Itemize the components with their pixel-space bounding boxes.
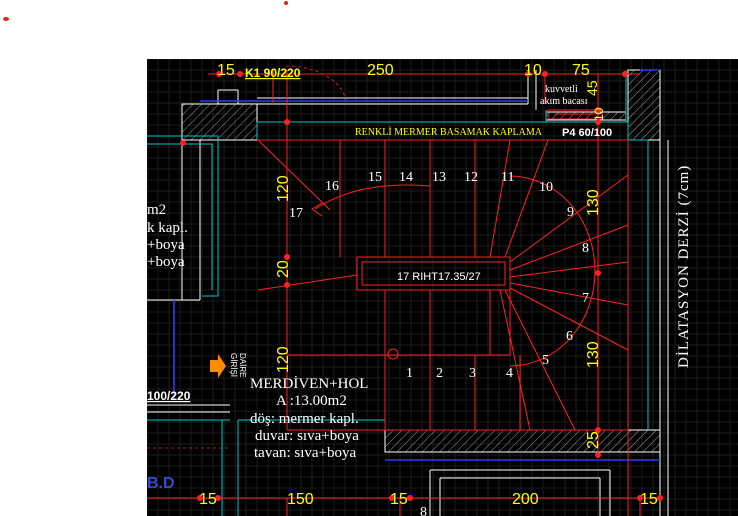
room-ceiling: tavan: sıva+boya [254, 445, 357, 461]
step-number: 6 [566, 329, 573, 344]
step-number: 8 [582, 241, 589, 256]
bd-label: B.D [147, 475, 175, 492]
dim-bottom-15b: 15 [390, 491, 408, 508]
left-room-line-3: +boya [147, 237, 185, 253]
dim-left-120-bottom: 120 [275, 346, 292, 373]
cad-drawing-viewport[interactable]: 15 K1 90/220 250 10 75 kuvvetli akım bac… [147, 59, 738, 516]
step-number: 16 [325, 179, 339, 194]
step-number: 15 [368, 170, 382, 185]
stair-riser-label: 17 RIHT17.35/27 [397, 271, 481, 283]
hidden-lines [147, 65, 347, 449]
dim-bottom-15c: 15 [640, 491, 658, 508]
floor-plan-canvas: 15 K1 90/220 250 10 75 kuvvetli akım bac… [147, 59, 738, 516]
walls-white [147, 70, 669, 516]
door-100-label: 100/220 [147, 389, 191, 403]
step-numbers: 1 2 3 4 5 6 7 8 9 10 11 12 13 14 15 16 1… [289, 170, 589, 381]
entry-label-2: GİRİŞİ [229, 353, 238, 377]
step-number: 1 [406, 366, 413, 381]
door-p4-label: P4 60/100 [562, 127, 612, 139]
step-number: 5 [542, 353, 549, 368]
room-wall: duvar: sıva+boya [255, 428, 359, 444]
left-room-line-2: k kapl. [147, 220, 188, 236]
dim-bottom-15a: 15 [199, 491, 217, 508]
dim-top-75: 75 [572, 62, 590, 79]
entry-label-1: DAİRE [238, 353, 247, 377]
dim-top-250: 250 [367, 62, 394, 79]
dim-bottom-200: 200 [512, 491, 539, 508]
step-number: 14 [399, 170, 413, 185]
step-number: 12 [464, 170, 478, 185]
step-number: 4 [506, 366, 513, 381]
step-number: 9 [567, 205, 574, 220]
step-number: 10 [539, 180, 553, 195]
dimension-markers [180, 71, 663, 501]
dim-left-20: 20 [275, 260, 292, 278]
dim-bottom-150: 150 [287, 491, 314, 508]
expansion-joint-label: DİLATASYON DERZİ (7cm) [676, 165, 692, 368]
red-mark [3, 17, 9, 21]
shaft-label-2: akım bacası [540, 96, 588, 107]
step-number: 17 [289, 206, 303, 221]
dim-45: 45 [584, 80, 600, 96]
stair-outline [147, 70, 660, 516]
step-number: 11 [501, 170, 514, 185]
dim-right-130-top: 130 [585, 189, 602, 216]
entry-arrow-icon [210, 354, 226, 378]
walls-blue [173, 69, 660, 461]
room-floor: döş: mermer kapl. [250, 411, 359, 427]
red-mark [284, 1, 288, 5]
step-number: 2 [436, 366, 443, 381]
step-number: 13 [432, 170, 446, 185]
dim-10: 10 [592, 107, 606, 121]
left-room-line-1: m2 [147, 202, 166, 218]
dim-top-15: 15 [217, 62, 235, 79]
step-number: 7 [582, 291, 589, 306]
step-number: 3 [469, 366, 476, 381]
marble-note: RENKLİ MERMER BASAMAK KAPLAMA [355, 126, 543, 138]
wall-hatch [627, 69, 661, 141]
room-name: MERDİVEN+HOL [250, 376, 368, 392]
walls-cyan [147, 70, 649, 516]
wall-hatch [384, 429, 661, 453]
shaft-label-1: kuvvetli [545, 84, 578, 95]
dim-right-25: 25 [585, 431, 602, 449]
bottom-note: 8 [420, 505, 427, 516]
dim-right-130-bottom: 130 [585, 341, 602, 368]
dim-top-10: 10 [524, 62, 542, 79]
dim-left-120-top: 120 [275, 175, 292, 202]
room-area: A :13.00m2 [276, 393, 347, 409]
door-k1-label: K1 90/220 [245, 66, 301, 80]
wall-hatch [181, 103, 258, 141]
left-room-line-4: +boya [147, 254, 185, 270]
